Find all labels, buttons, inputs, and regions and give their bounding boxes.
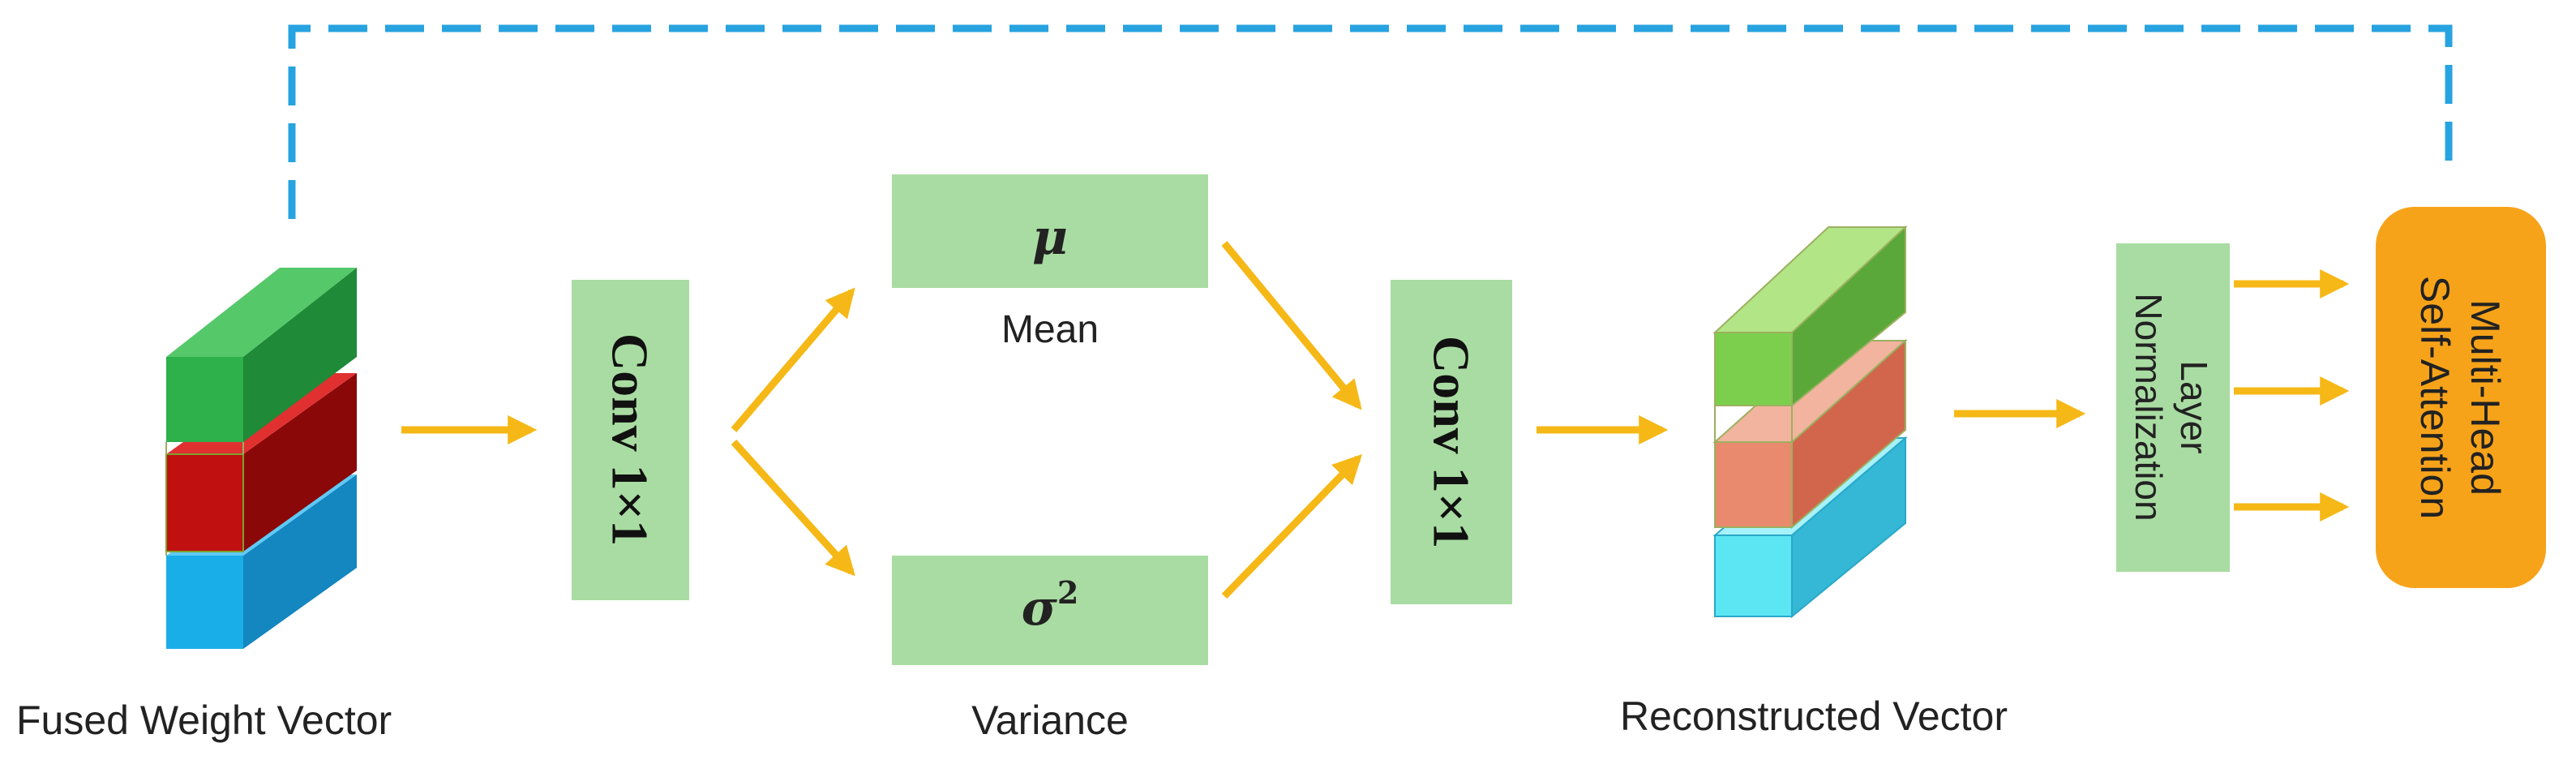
- block-green: [166, 268, 357, 442]
- reconstructed-vector-label: Reconstructed Vector: [1620, 693, 2008, 739]
- mhsa-line2: Self-Attention: [2412, 276, 2458, 519]
- sigma-base: σ: [1022, 580, 1058, 637]
- skip-connection-dashed: [288, 24, 2453, 219]
- arrow-sigma-to-conv2: [1221, 453, 1363, 599]
- arrow-mu-to-conv2: [1221, 241, 1362, 410]
- arrow-conv1-to-sigma: [731, 439, 855, 577]
- block-light-green: [1712, 225, 1908, 408]
- arrow-conv1-to-mu: [731, 287, 855, 432]
- fused-weight-vector-label: Fused Weight Vector: [16, 698, 392, 743]
- sigma-exponent: 2: [1057, 574, 1078, 611]
- mhsa-box: Multi-Head Self-Attention: [2376, 207, 2546, 588]
- variance-label: Variance: [971, 698, 1129, 743]
- mhsa-line1: Multi-Head: [2462, 299, 2508, 496]
- conv1-box: Conv 1×1: [572, 280, 689, 600]
- reconstructed-vector-blocks: [1712, 225, 1908, 619]
- mean-label: Mean: [1001, 308, 1099, 351]
- conv2-label: Conv 1×1: [1423, 336, 1481, 548]
- mu-symbol: μ: [1032, 209, 1068, 266]
- variance-box: σ2: [892, 556, 1208, 665]
- mean-box: μ: [892, 174, 1208, 288]
- sigma-symbol: σ2: [1022, 574, 1079, 637]
- layer-norm-line2: Normalization: [2128, 293, 2170, 521]
- conv1-label: Conv 1×1: [602, 333, 659, 546]
- fused-weight-vector-blocks: [165, 268, 357, 649]
- layer-norm-line1: Layer: [2173, 360, 2215, 453]
- layer-norm-box: Layer Normalization: [2116, 243, 2230, 572]
- conv2-box: Conv 1×1: [1391, 280, 1512, 604]
